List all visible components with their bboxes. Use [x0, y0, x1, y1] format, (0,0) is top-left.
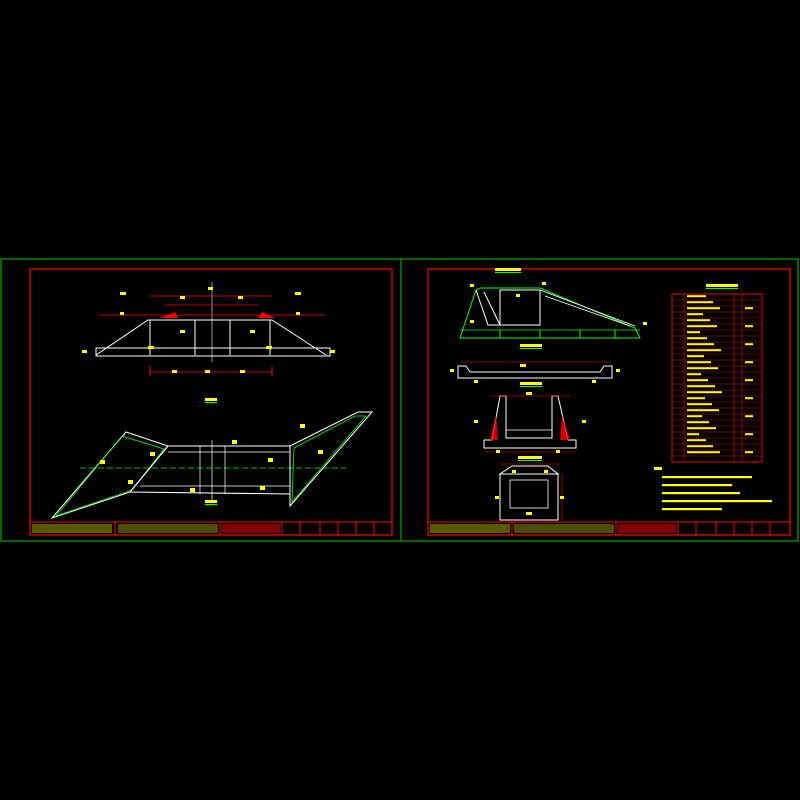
table-cell-text — [687, 397, 705, 400]
right-section-1 — [450, 344, 620, 383]
table-cell-text — [687, 385, 715, 388]
right-sheet-inner-border — [427, 268, 791, 536]
table-cell-text — [687, 325, 717, 328]
table-cell-text — [687, 439, 706, 442]
table-cell-text — [687, 379, 708, 382]
right-title-block — [428, 521, 790, 535]
table-cell-text — [687, 427, 716, 430]
table-cell-text — [687, 331, 700, 334]
right-longitudinal-view — [459, 268, 647, 339]
right-quantity-table — [671, 284, 763, 463]
table-cell-text — [687, 349, 721, 352]
left-plan-view — [50, 411, 374, 520]
table-value — [745, 433, 753, 436]
table-value — [745, 415, 753, 418]
table-value — [745, 325, 753, 328]
right-sheet — [400, 258, 799, 542]
left-sheet-inner-border — [29, 268, 393, 536]
table-cell-text — [687, 307, 720, 310]
table-cell-text — [687, 451, 720, 454]
table-cell-text — [687, 409, 719, 412]
table-cell-text — [687, 361, 711, 364]
table-cell-text — [687, 391, 722, 394]
right-notes — [654, 467, 772, 511]
table-value — [745, 361, 753, 364]
table-value — [745, 307, 753, 310]
table-cell-text — [687, 343, 714, 346]
table-value — [745, 451, 753, 454]
left-elevation-view — [82, 282, 335, 404]
table-cell-text — [687, 319, 710, 322]
left-sheet-outer-border — [0, 258, 402, 542]
table-cell-text — [687, 337, 707, 340]
left-title-block — [30, 521, 392, 535]
table-cell-text — [687, 433, 699, 436]
table-value — [745, 343, 753, 346]
table-cell-text — [687, 355, 704, 358]
table-cell-text — [687, 415, 702, 418]
table-cell-text — [687, 301, 713, 304]
right-front-view — [495, 456, 564, 521]
table-cell-text — [687, 367, 718, 370]
table-value — [745, 379, 753, 382]
table-cell-text — [687, 313, 703, 316]
right-sheet-outer-border — [400, 258, 799, 542]
table-cell-text — [687, 445, 713, 448]
table-cell-text — [687, 295, 706, 298]
right-section-2 — [474, 382, 586, 453]
table-cell-text — [687, 373, 701, 376]
table-cell-text — [687, 421, 709, 424]
table-value — [745, 397, 753, 400]
left-sheet — [0, 258, 402, 542]
table-cell-text — [687, 403, 712, 406]
